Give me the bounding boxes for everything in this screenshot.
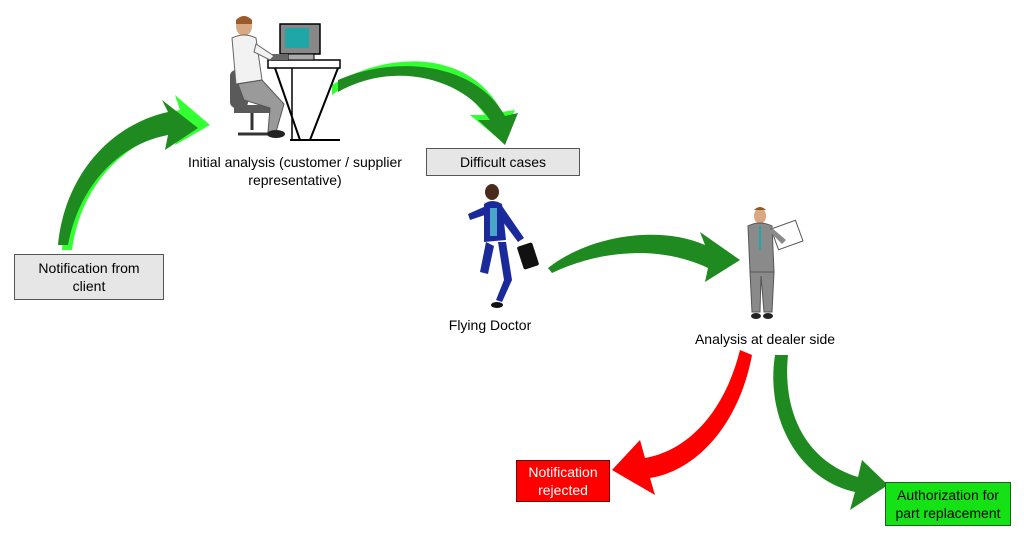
initial-analysis-label: Initial analysis (customer / supplier re…: [180, 153, 410, 189]
flying-doctor-text: Flying Doctor: [448, 317, 532, 333]
notification-rejected-box: Notification rejected: [516, 460, 610, 502]
notification-from-client-label: Notification from client: [38, 260, 140, 294]
initial-analysis-text: Initial analysis (customer / supplier re…: [188, 154, 402, 188]
authorization-box: Authorization for part replacement: [885, 482, 1011, 526]
difficult-cases-label: Difficult cases: [459, 154, 547, 170]
businessman-with-document-icon: [747, 207, 804, 319]
authorization-label: Authorization for part replacement: [895, 487, 1001, 521]
analysis-at-dealer-side-label: Analysis at dealer side: [685, 330, 845, 348]
arrow-to-initial-analysis: [58, 95, 210, 250]
analysis-at-dealer-side-text: Analysis at dealer side: [694, 331, 836, 347]
arrow-to-dealer-analysis: [548, 232, 740, 282]
flying-doctor-label: Flying Doctor: [430, 316, 550, 334]
notification-from-client-box: Notification from client: [14, 254, 164, 300]
difficult-cases-box: Difficult cases: [426, 148, 580, 176]
running-businessman-icon: [468, 184, 539, 308]
person-at-computer-icon: [230, 16, 341, 141]
arrow-to-rejected: [612, 350, 752, 495]
arrow-to-authorization: [773, 355, 888, 510]
notification-rejected-label: Notification rejected: [528, 464, 598, 498]
arrow-to-difficult-cases: [332, 61, 518, 145]
